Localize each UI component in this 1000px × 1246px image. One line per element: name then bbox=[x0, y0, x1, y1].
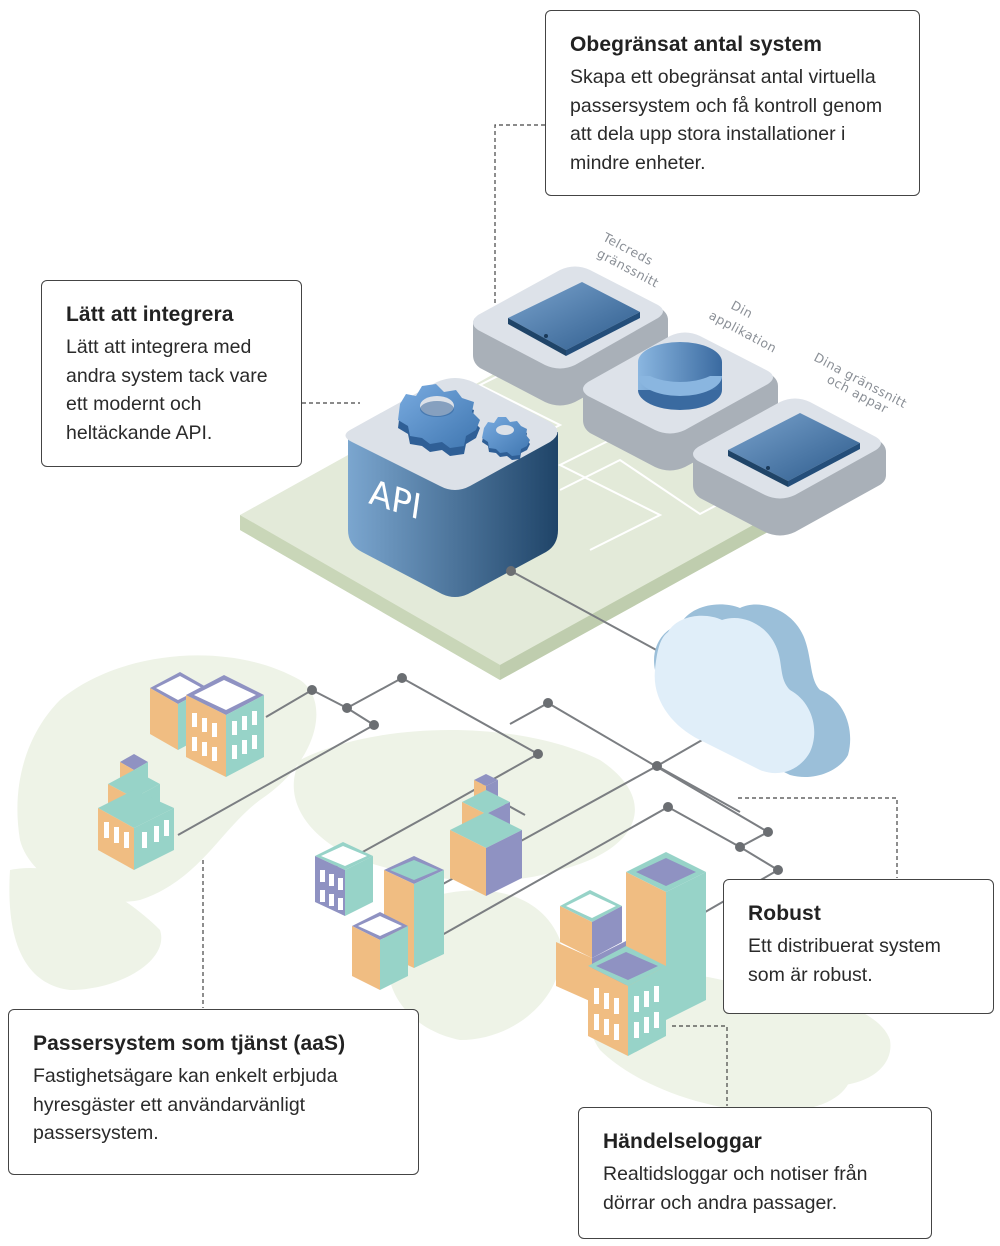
callout-access-as-service: Passersystem som tjänst (aaS) Fastighets… bbox=[8, 1009, 419, 1175]
gear-icon bbox=[482, 417, 530, 460]
building-icon bbox=[450, 774, 522, 896]
tablet-icon bbox=[728, 413, 860, 487]
api-block: API bbox=[345, 378, 558, 597]
callout-event-logs: Händelseloggar Realtidsloggar och notise… bbox=[578, 1107, 932, 1239]
building-icon bbox=[186, 675, 264, 777]
tablet-icon bbox=[508, 282, 640, 356]
building-icon bbox=[98, 754, 174, 870]
callout-body: Lätt att integrera med andra system tack… bbox=[66, 336, 268, 444]
database-icon bbox=[638, 342, 722, 410]
cloud-icon bbox=[654, 604, 851, 778]
callout-body: Fastighetsägare kan enkelt erbjuda hyres… bbox=[33, 1065, 338, 1144]
callout-robust: Robust Ett distribuerat system som är ro… bbox=[723, 879, 994, 1014]
building-icon bbox=[352, 912, 408, 990]
callout-body: Skapa ett obegränsat antal virtuella pas… bbox=[570, 66, 883, 174]
network-nodes bbox=[307, 566, 783, 875]
callout-title: Passersystem som tjänst (aaS) bbox=[33, 1032, 346, 1055]
callout-leaders bbox=[202, 124, 898, 1106]
module-your-interfaces bbox=[693, 398, 886, 536]
gear-icon bbox=[398, 384, 480, 456]
callout-title: Händelseloggar bbox=[603, 1130, 762, 1153]
callout-easy-integration: Lätt att integrera Lätt att integrera me… bbox=[41, 280, 302, 467]
callout-title: Robust bbox=[748, 902, 821, 925]
callout-body: Realtidsloggar och notiser från dörrar o… bbox=[603, 1163, 868, 1214]
callout-unlimited-systems: Obegränsat antal system Skapa ett obegrä… bbox=[545, 10, 920, 196]
callout-title: Lätt att integrera bbox=[66, 303, 234, 326]
building-icon bbox=[588, 946, 666, 1056]
building-icon bbox=[556, 890, 632, 1002]
building-icon bbox=[315, 842, 373, 916]
callout-title: Obegränsat antal system bbox=[570, 33, 823, 56]
callout-body: Ett distribuerat system som är robust. bbox=[748, 935, 941, 986]
